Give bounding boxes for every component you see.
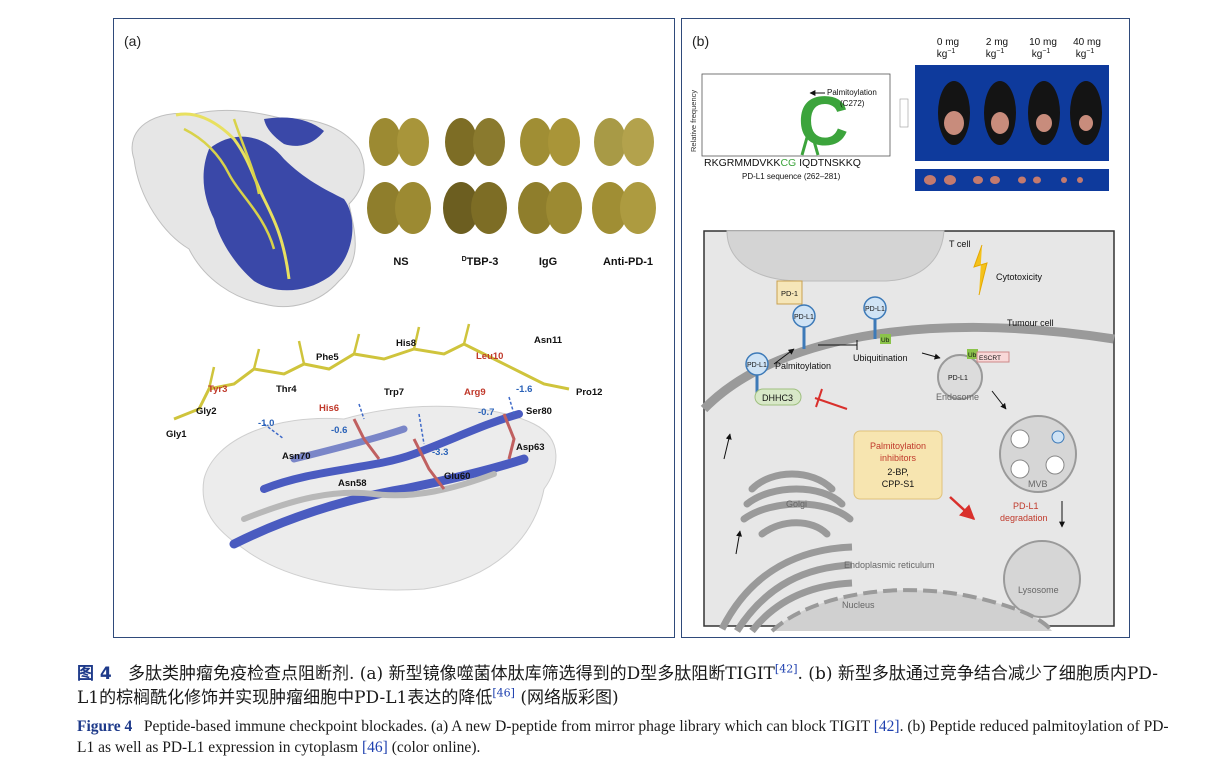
residue-his6: His6: [319, 403, 339, 414]
distance-2: -0.7: [478, 407, 494, 418]
residue-ser80: Ser80: [526, 406, 552, 417]
caption-en-text-1: Peptide-based immune checkpoint blockade…: [143, 718, 874, 735]
residue-phe5: Phe5: [316, 352, 339, 363]
degradation-label-1: PD-L1: [1013, 501, 1039, 511]
logo-annotation-2: (C272): [840, 99, 865, 108]
panel-a: (a): [113, 18, 675, 638]
cell-label-pd1: PD-1: [781, 289, 798, 298]
logo-c-glyph: C: [798, 82, 849, 160]
lung-label-tbp3: DTBP-3: [462, 256, 499, 268]
cell-label-ub-2: Ub: [968, 352, 977, 359]
residue-pro12: Pro12: [576, 387, 602, 398]
cell-label-endosome: Endosome: [936, 392, 979, 402]
panel-a-label: (a): [124, 33, 142, 49]
inhibitor-label-3: 2-BP,: [887, 467, 908, 477]
residue-gly1: Gly1: [166, 429, 187, 440]
cell-label-pdl1-a: PD-L1: [747, 362, 767, 369]
cell-label-mvb: MVB: [1028, 479, 1048, 489]
cell-label-lysosome: Lysosome: [1018, 585, 1059, 595]
dose-unit-2: kg−1: [986, 48, 1005, 60]
dose-label-0: 0 mg: [937, 37, 959, 48]
ref-42-en[interactable]: [42]: [873, 718, 900, 735]
caption-chinese: 图 4 多肽类肿瘤免疫检查点阻断剂. (a) 新型镜像噬菌体肽库筛选得到的D型多…: [77, 662, 1169, 710]
inhibitor-label-1: Palmitoylation: [870, 441, 926, 451]
figure-number-cn: 图 4: [77, 664, 112, 684]
degradation-label-2: degradation: [1000, 513, 1048, 523]
lung-label-ns: NS: [393, 256, 408, 268]
cell-label-t-cell: T cell: [949, 239, 970, 249]
caption-cn-text-1: 多肽类肿瘤免疫检查点阻断剂. (a) 新型镜像噬菌体肽库筛选得到的D型多肽阻断T…: [127, 664, 775, 684]
ref-46-cn[interactable]: [46]: [492, 686, 515, 700]
caption-en-text-3: (color online).: [387, 739, 481, 756]
residue-trp7: Trp7: [384, 387, 404, 398]
residue-gly2: Gly2: [196, 406, 217, 417]
cell-label-er: Endoplasmic reticulum: [844, 560, 935, 570]
caption-english: Figure 4 Peptide-based immune checkpoint…: [77, 716, 1169, 758]
cell-label-pdl1-b: PD-L1: [794, 314, 814, 321]
caption-en-text-2: . (b) Peptide reduced palmitoylation of …: [77, 718, 1169, 756]
peptide-complex-image: [173, 323, 570, 591]
figure-number-en: Figure 4: [77, 718, 133, 735]
cell-label-pdl1-c: PD-L1: [865, 306, 885, 313]
dose-unit-10: kg−1: [1032, 48, 1051, 60]
residue-his8: His8: [396, 338, 416, 349]
residue-asn11: Asn11: [534, 335, 563, 346]
residue-asp63: Asp63: [516, 442, 545, 453]
inhibitor-label-4: CPP-S1: [882, 479, 915, 489]
distance-5: -3.3: [432, 447, 448, 458]
protein-surface-image: [131, 109, 365, 308]
residue-asn70: Asn70: [282, 451, 311, 462]
lung-label-anti-pd1: Anti-PD-1: [603, 256, 653, 268]
cell-label-palmitoylation: Palmitoylation: [775, 361, 831, 371]
cell-label-escrt: ESCRT: [979, 355, 1001, 362]
dose-label-2: 2 mg: [986, 37, 1008, 48]
caption-cn-text-2: . (b) 新型多肽通过竞争结合减少了细胞质内PD-L1的棕榈酰化修饰并实现肿瘤…: [77, 664, 1158, 708]
distance-3: -1.0: [258, 418, 274, 429]
dose-label-10: 10 mg: [1029, 37, 1057, 48]
panel-b: (b) Relative frequency C Palmitoylation …: [681, 18, 1130, 638]
logo-ylabel: Relative frequency: [689, 90, 698, 152]
residue-leu10: Leu10: [476, 351, 503, 362]
logo-g-glyph: [800, 121, 820, 156]
cell-label-ub-1: Ub: [881, 337, 890, 344]
cell-label-tumour: Tumour cell: [1007, 318, 1054, 328]
panel-b-label: (b): [692, 33, 710, 49]
ref-46-en[interactable]: [46]: [361, 739, 388, 756]
panel-b-figure: Relative frequency C Palmitoylation (C27…: [689, 37, 1115, 634]
residue-tyr3: Tyr3: [208, 384, 227, 395]
residue-asn58: Asn58: [338, 478, 367, 489]
lung-images: [367, 118, 656, 234]
dose-unit-0: kg−1: [937, 48, 956, 60]
distance-1: -1.6: [516, 384, 532, 395]
inhibitor-label-2: inhibitors: [880, 453, 917, 463]
panel-a-figure: NS DTBP-3 IgG Anti-PD-1 His8 Asn11 Phe5 …: [131, 109, 656, 591]
cell-label-dhhc3: DHHC3: [762, 393, 793, 403]
residue-glu60: Glu60: [444, 471, 470, 482]
sequence-logo: Relative frequency C Palmitoylation (C27…: [689, 73, 909, 181]
residue-arg9: Arg9: [464, 387, 486, 398]
cell-label-cytotoxicity: Cytotoxicity: [996, 272, 1043, 282]
logo-xlabel: PD-L1 sequence (262–281): [742, 172, 841, 181]
residue-thr4: Thr4: [276, 384, 297, 395]
logo-sequence: RKGRMMDVKKCG IQDTNSKKQ: [704, 157, 861, 169]
dose-label-40: 40 mg: [1073, 37, 1101, 48]
cell-label-golgi: Golgi: [786, 499, 807, 509]
ref-42-cn[interactable]: [42]: [774, 662, 798, 676]
lung-label-igg: IgG: [539, 256, 557, 268]
logo-annotation-1: Palmitoylation: [827, 88, 877, 97]
mouse-photos: [915, 65, 1109, 191]
cell-label-pdl1-d: PD-L1: [948, 375, 968, 382]
cell-label-ubiquitination: Ubiquitination: [853, 353, 908, 363]
cell-diagram: [700, 230, 1115, 634]
cell-label-nucleus: Nucleus: [842, 600, 875, 610]
dose-unit-40: kg−1: [1076, 48, 1095, 60]
caption-cn-text-3: (网络版彩图): [514, 688, 619, 708]
distance-4: -0.6: [331, 425, 347, 436]
